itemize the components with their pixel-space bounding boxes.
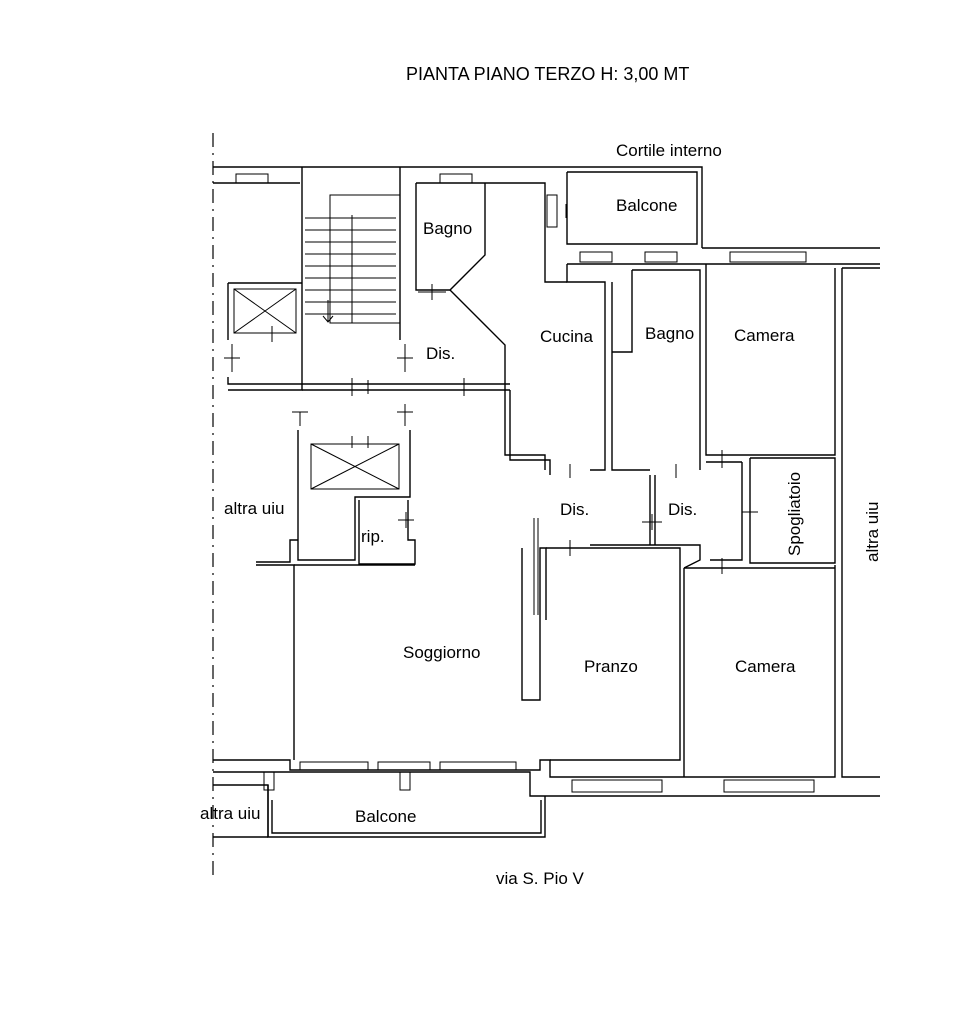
label-camera-2: Camera bbox=[735, 657, 796, 676]
label-via: via S. Pio V bbox=[496, 869, 585, 888]
plan-title: PIANTA PIANO TERZO H: 3,00 MT bbox=[406, 64, 689, 84]
door-marks bbox=[224, 204, 758, 574]
label-altra-uiu-left: altra uiu bbox=[224, 499, 284, 518]
label-pranzo: Pranzo bbox=[584, 657, 638, 676]
label-altra-uiu-bottom: altra uiu bbox=[200, 804, 260, 823]
windows bbox=[235, 173, 815, 793]
label-camera-1: Camera bbox=[734, 326, 795, 345]
elevator-upper bbox=[233, 288, 297, 334]
label-dis-2: Dis. bbox=[560, 500, 589, 519]
outer-walls bbox=[213, 166, 880, 838]
label-rip: rip. bbox=[361, 527, 385, 546]
label-dis-1: Dis. bbox=[426, 344, 455, 363]
interior-walls bbox=[227, 183, 836, 777]
label-dis-3: Dis. bbox=[668, 500, 697, 519]
label-bagno-2: Bagno bbox=[645, 324, 694, 343]
label-cortile-interno: Cortile interno bbox=[616, 141, 722, 160]
label-altra-uiu-right: altra uiu bbox=[863, 502, 882, 562]
label-balcone-bottom: Balcone bbox=[355, 807, 416, 826]
label-balcone-top: Balcone bbox=[616, 196, 677, 215]
staircase bbox=[305, 194, 401, 324]
label-cucina: Cucina bbox=[540, 327, 593, 346]
label-soggiorno: Soggiorno bbox=[403, 643, 481, 662]
label-bagno-1: Bagno bbox=[423, 219, 472, 238]
label-spogliatoio: Spogliatoio bbox=[785, 472, 804, 556]
